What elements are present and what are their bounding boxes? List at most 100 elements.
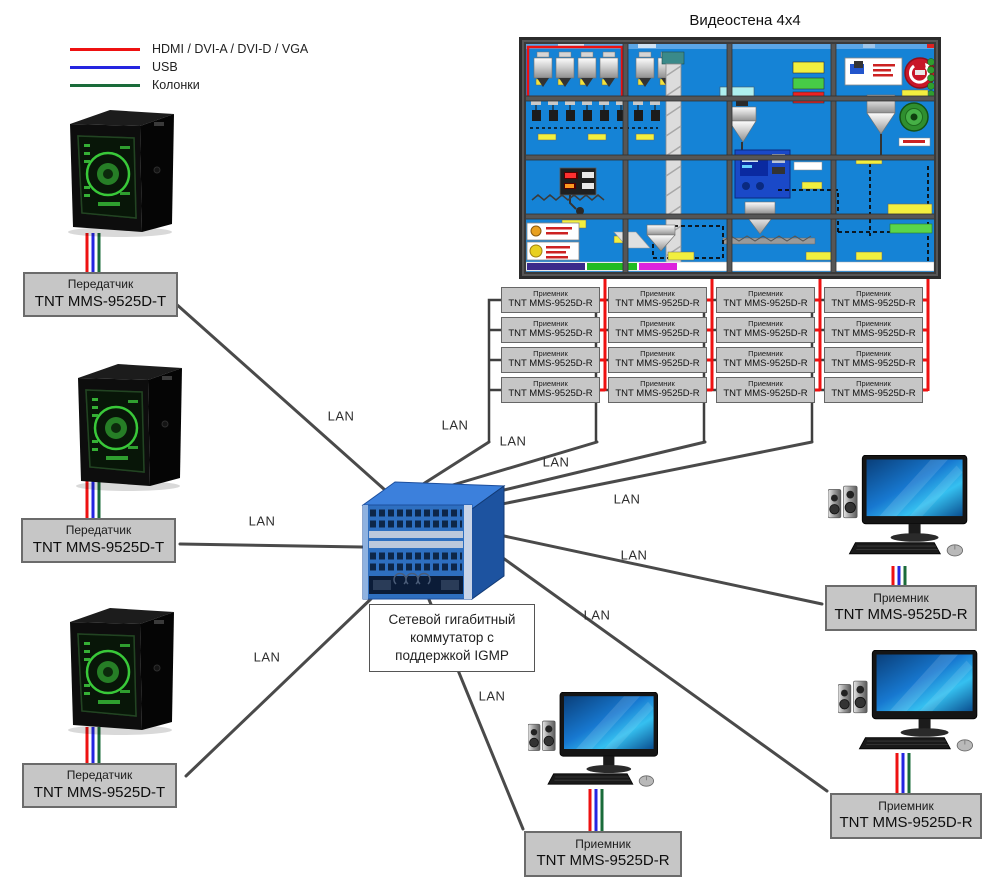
ws1-cables [891,566,907,585]
receiver-label: Приемник [640,349,675,359]
lan-label-9: LAN [583,607,611,623]
receiver-label: Приемник [748,349,783,359]
receiver-model: TNT MMS-9525D-R [508,358,593,370]
receiver-label: Приемник [878,798,934,813]
lan-label-10: LAN [478,688,506,704]
tower1-cables [85,233,101,276]
receiver-label: Приемник [533,349,568,359]
receiver-model: TNT MMS-9525D-R [615,388,700,400]
switch-caption-line1: Сетевой гигабитный [388,611,516,627]
speaker-cable-swatch [70,83,140,87]
lan-label-2: LAN [248,513,276,529]
receiver-model: TNT MMS-9525D-R [508,388,593,400]
switch-caption-line3: поддержкой IGMP [395,648,509,664]
video-wall [519,37,941,279]
receiver-model: TNT MMS-9525D-R [831,358,916,370]
receiver-model: TNT MMS-9525D-R [508,298,593,310]
transmitter-box-1: Передатчик TNT MMS-9525D-T [23,272,178,317]
receiver-model: TNT MMS-9525D-R [831,328,916,340]
lan-label-7: LAN [613,491,641,507]
lan-label-8: LAN [620,547,648,563]
transmitter-model: TNT MMS-9525D-T [32,538,165,556]
network-switch [361,481,506,600]
workstation-2 [838,650,978,752]
receiver-label: Приемник [533,379,568,389]
legend-row-usb: USB [70,58,308,76]
receiver-label: Приемник [748,289,783,299]
receiver-model: TNT MMS-9525D-R [536,852,670,870]
transmitter-box-2: Передатчик TNT MMS-9525D-T [21,518,176,563]
legend-label-speakers: Колонки [152,78,200,92]
receiver-model: TNT MMS-9525D-R [831,388,916,400]
receiver-label: Приемник [533,319,568,329]
receiver-model: TNT MMS-9525D-R [723,328,808,340]
transmitter-label: Передатчик [67,277,134,292]
usb-cable-swatch [70,65,140,69]
ws3-cables [588,789,604,831]
receiver-model: TNT MMS-9525D-R [615,358,700,370]
legend-row-video: HDMI / DVI-A / DVI-D / VGA [70,40,308,58]
instrument-strip [530,100,660,141]
lan-label-4: LAN [441,417,469,433]
legend-label-usb: USB [152,60,178,74]
receiver-model: TNT MMS-9525D-R [723,358,808,370]
receiver-model: TNT MMS-9525D-R [834,606,968,624]
legend-row-speakers: Колонки [70,76,308,94]
ws-receiver-box-3: Приемник TNT MMS-9525D-R [524,831,682,877]
receiver-label: Приемник [748,319,783,329]
transmitter-box-3: Передатчик TNT MMS-9525D-T [22,763,177,808]
lan-label-6: LAN [542,454,570,470]
receiver-label: Приемник [873,590,929,605]
transmitter-model: TNT MMS-9525D-T [33,783,166,801]
wall-video-links [598,278,930,392]
receiver-label: Приемник [856,319,891,329]
legend-label-video: HDMI / DVI-A / DVI-D / VGA [152,42,309,56]
video-wall-title: Видеостена 4х4 [689,12,801,29]
receiver-label: Приемник [748,379,783,389]
lan-label-3: LAN [253,649,281,665]
switch-caption-line2: коммутатор с [410,629,494,645]
lan-label-5: LAN [499,433,527,449]
lan-label-1: LAN [327,408,355,424]
pc-tower-2 [74,362,184,492]
transmitter-label: Передатчик [66,768,133,783]
receiver-model: TNT MMS-9525D-R [508,328,593,340]
receiver-label: Приемник [575,836,631,851]
receiver-model: TNT MMS-9525D-R [831,298,916,310]
receiver-model: TNT MMS-9525D-R [839,814,973,832]
receiver-label: Приемник [640,379,675,389]
workstation-1 [828,455,968,557]
ws-receiver-box-1: Приемник TNT MMS-9525D-R [825,585,977,631]
receiver-label: Приемник [856,379,891,389]
legend: HDMI / DVI-A / DVI-D / VGA USB Колонки [70,40,308,94]
receiver-label: Приемник [640,319,675,329]
receiver-model: TNT MMS-9525D-R [615,328,700,340]
transmitter-model: TNT MMS-9525D-T [34,292,167,310]
receiver-label: Приемник [533,289,568,299]
switch-caption: Сетевой гигабитный коммутатор с поддержк… [369,604,535,672]
transmitter-label: Передатчик [65,523,132,538]
receiver-model: TNT MMS-9525D-R [615,298,700,310]
video-cable-swatch [70,47,140,51]
receiver-label: Приемник [856,289,891,299]
receiver-label: Приемник [856,349,891,359]
pc-tower-1 [66,108,176,238]
ws2-cables [895,753,911,793]
